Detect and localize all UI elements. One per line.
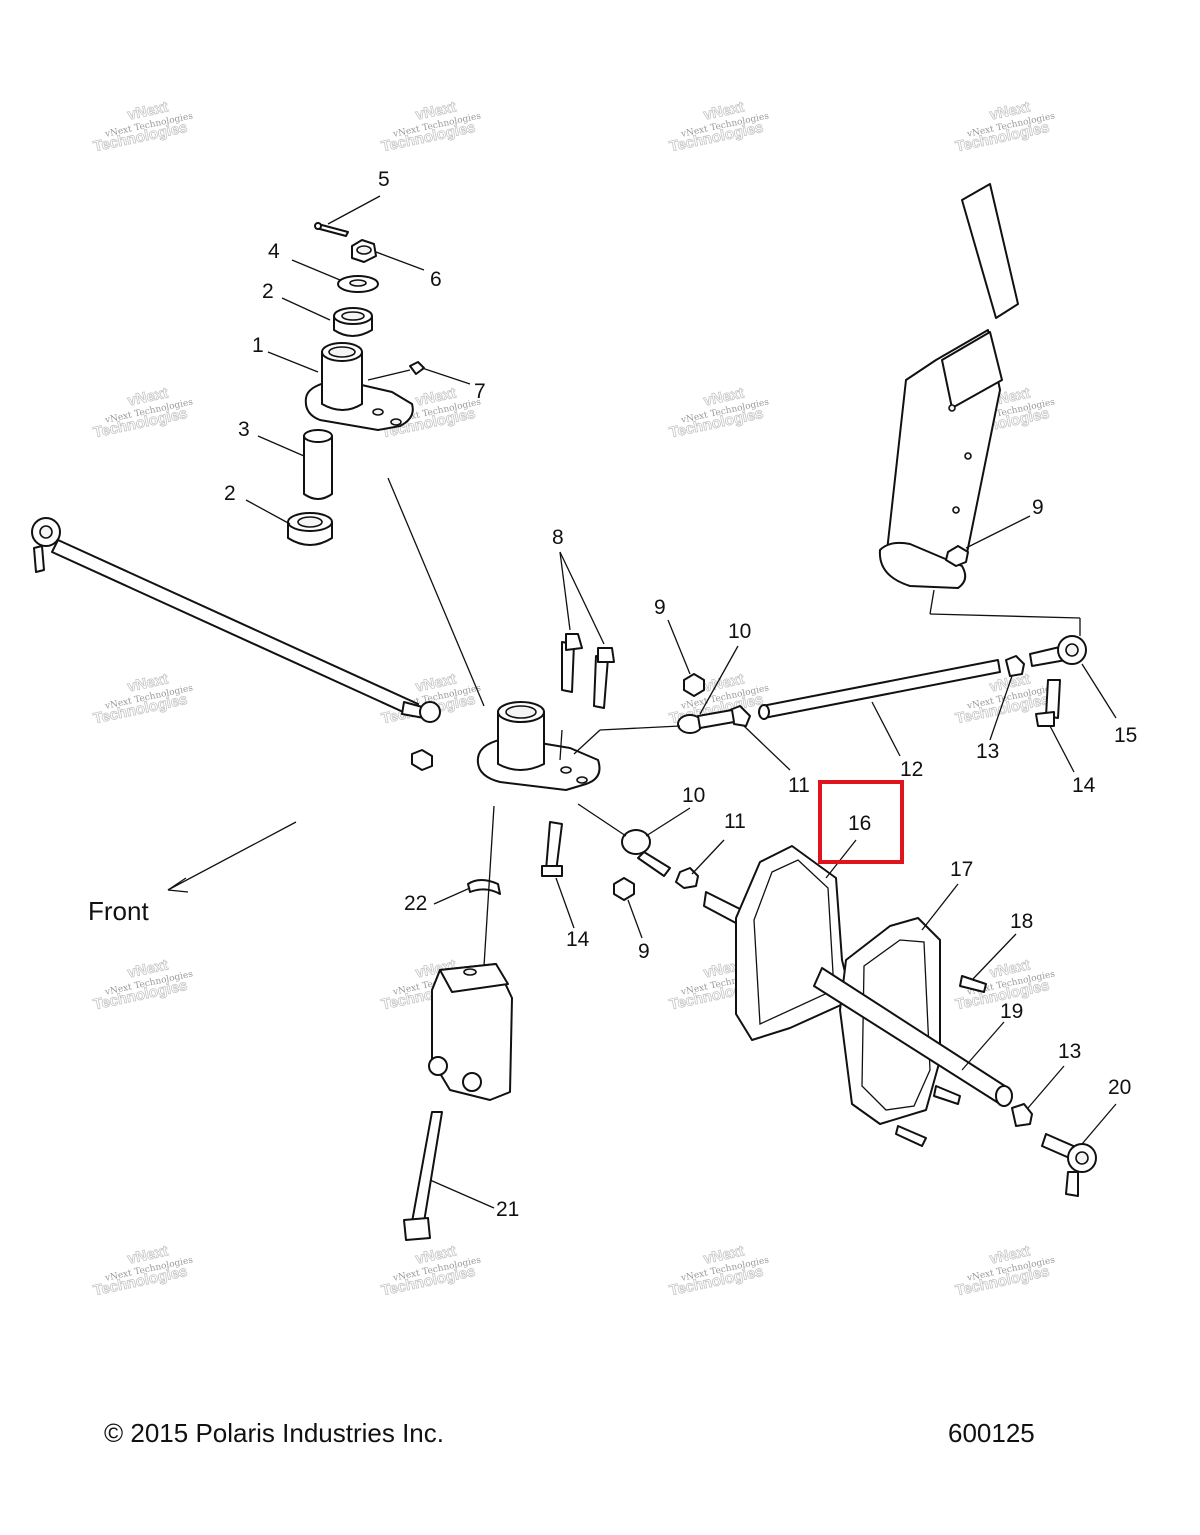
front-direction-label: Front — [88, 896, 149, 926]
steering-post-upper-group — [287, 222, 425, 546]
callout-2-lower: 2 — [224, 482, 236, 505]
leader-lines — [167, 195, 1117, 1209]
callout-labels: 5 4 6 2 1 7 3 2 8 9 10 9 15 13 14 11 12 … — [224, 168, 1137, 1221]
callout-7: 7 — [474, 380, 486, 403]
callout-11-lower: 11 — [724, 810, 746, 833]
callout-18: 18 — [1010, 910, 1033, 933]
lower-bracket — [403, 963, 513, 1241]
callout-8: 8 — [552, 526, 564, 549]
callout-13-lower: 13 — [1058, 1040, 1081, 1063]
callout-4: 4 — [268, 240, 280, 263]
callout-16-highlight-box — [818, 780, 904, 864]
callout-21: 21 — [496, 1198, 519, 1221]
callout-19: 19 — [1000, 1000, 1023, 1023]
callout-22: 22 — [404, 892, 427, 915]
callout-6: 6 — [430, 268, 442, 291]
callout-12: 12 — [900, 758, 923, 781]
callout-1: 1 — [252, 334, 264, 357]
bolts-part-8 — [561, 633, 615, 709]
callout-9-column: 9 — [1032, 496, 1044, 519]
left-tie-rod — [31, 517, 441, 771]
center-pivot-arm — [476, 701, 601, 791]
callout-14-lower: 14 — [566, 928, 590, 951]
callout-11-upper: 11 — [788, 774, 810, 797]
callout-14-right: 14 — [1072, 774, 1096, 797]
callout-10-upper: 10 — [728, 620, 751, 643]
callout-17: 17 — [950, 858, 973, 881]
callout-10-lower: 10 — [682, 784, 705, 807]
copyright-text: © 2015 Polaris Industries Inc. — [104, 1418, 444, 1448]
steering-column — [878, 183, 1019, 589]
lower-center-hardware — [467, 821, 699, 901]
callout-3: 3 — [238, 418, 250, 441]
callout-5: 5 — [378, 168, 390, 191]
callout-20: 20 — [1108, 1076, 1131, 1099]
callout-9-upper: 9 — [654, 596, 666, 619]
callout-13-upper: 13 — [976, 740, 999, 763]
callout-9-lower: 9 — [638, 940, 650, 963]
right-tie-rod — [677, 635, 1087, 734]
callout-15: 15 — [1114, 724, 1137, 747]
callout-16: 16 — [848, 812, 871, 835]
callout-2-upper: 2 — [262, 280, 274, 303]
figure-number: 600125 — [948, 1418, 1035, 1448]
steering-box-covers — [703, 845, 1097, 1197]
